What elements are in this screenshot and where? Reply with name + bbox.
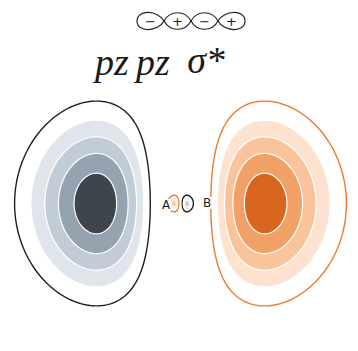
contour-line [74,173,117,234]
orbital-label: pz [136,43,170,81]
contour-line [233,153,303,253]
contour-line [168,101,347,306]
contour-line [170,120,331,287]
contour-line [45,137,190,270]
orbital-lobe [218,12,245,29]
contour-levels [15,101,347,306]
contour-line [31,120,192,287]
contour-line [58,153,128,253]
phase-sign: + [172,15,183,28]
lobe-schematic [137,12,245,29]
phase-sign: − [199,15,210,28]
contour-line [244,173,287,234]
orbital-lobe [164,13,191,30]
orbital-label: σ* [187,41,225,79]
nucleus-label: B [202,197,212,209]
contour-line [171,137,316,270]
nucleus-label: A [161,199,171,211]
phase-sign: + [226,15,237,28]
orbital-lobe [191,13,218,30]
orbital-label: pz [95,43,129,81]
contour-line [15,101,194,306]
orbital-lobe [137,12,164,29]
phase-sign: − [145,15,156,28]
